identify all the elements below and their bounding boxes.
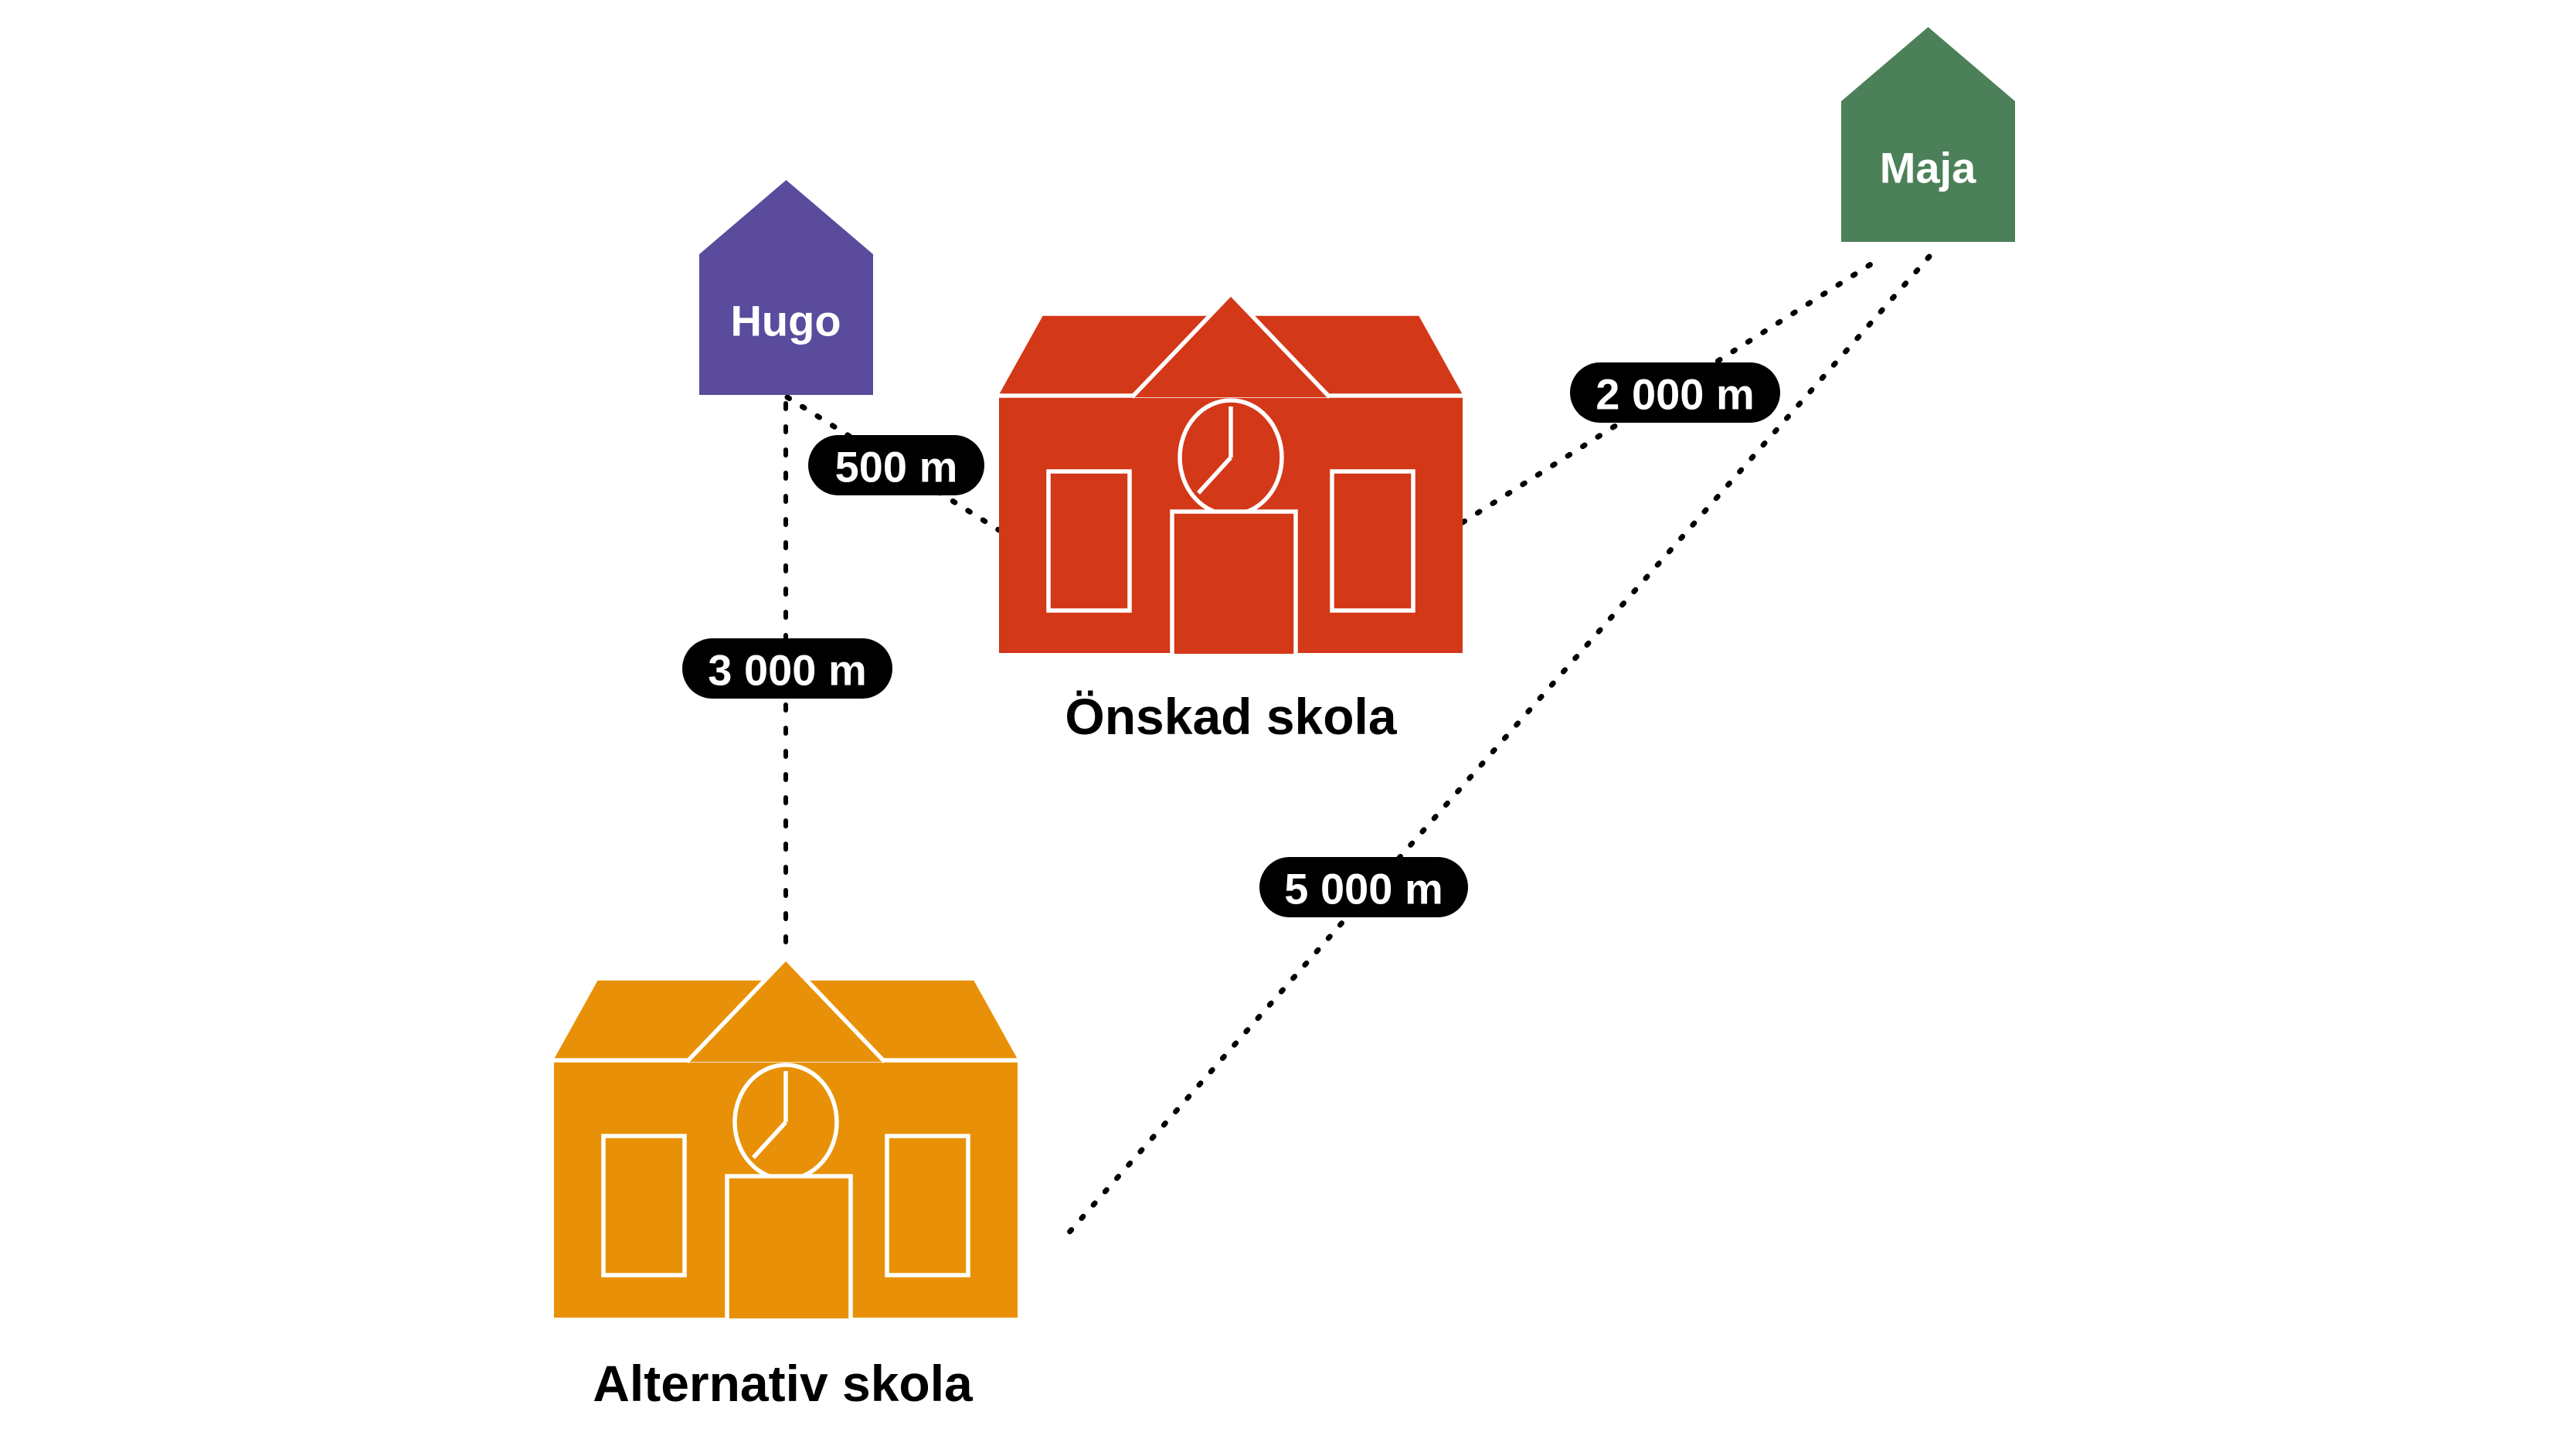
distance-pill-onskad-maja: 2 000 m (1570, 362, 1780, 423)
onskad-skola-name-label: Önskad skola (1065, 688, 1397, 745)
distance-label-hugo-alternativ: 3 000 m (708, 646, 867, 695)
distance-pill-hugo-onskad: 500 m (808, 435, 984, 495)
distance-pill-bg-maja-alternativ (1259, 857, 1468, 917)
distance-pill-bg-onskad-maja (1570, 362, 1780, 423)
onskad-skola-window-left (1046, 469, 1132, 613)
alternativ-skola-window-left (601, 1134, 687, 1277)
distance-line-maja-alternativ (1057, 253, 1932, 1246)
onskad-skola-window-right (1330, 469, 1415, 613)
school-icon-alternativ-skola: Alternativ skola (547, 955, 1025, 1412)
distance-label-onskad-maja: 2 000 m (1596, 370, 1755, 419)
house-icon-maja: Maja (1841, 27, 2015, 242)
maja-name-label: Maja (1880, 144, 1976, 192)
onskad-skola-clock-hour-hand (1196, 456, 1233, 495)
alternativ-skola-name-label: Alternativ skola (593, 1355, 974, 1412)
hugo-house-shape (699, 180, 873, 395)
distance-pill-bg-hugo-alternativ (682, 638, 892, 699)
alternativ-skola-clock-hour-hand (751, 1121, 788, 1159)
school-icon-onskad-skola: Önskad skola (992, 291, 1470, 745)
distance-label-hugo-onskad: 500 m (835, 443, 958, 492)
alternativ-skola-gable (685, 955, 886, 1063)
onskad-skola-gable (1130, 291, 1331, 399)
distance-pill-bg-hugo-onskad (808, 435, 984, 495)
distance-label-maja-alternativ: 5 000 m (1284, 865, 1443, 913)
onskad-skola-door (1170, 509, 1298, 654)
house-icon-hugo: Hugo (699, 180, 873, 395)
distance-pill-hugo-alternativ: 3 000 m (682, 638, 892, 699)
alternativ-skola-door (725, 1174, 853, 1318)
distance-pill-maja-alternativ: 5 000 m (1259, 857, 1468, 917)
maja-house-shape (1841, 27, 2015, 242)
hugo-name-label: Hugo (730, 297, 841, 345)
alternativ-skola-window-right (885, 1134, 970, 1277)
